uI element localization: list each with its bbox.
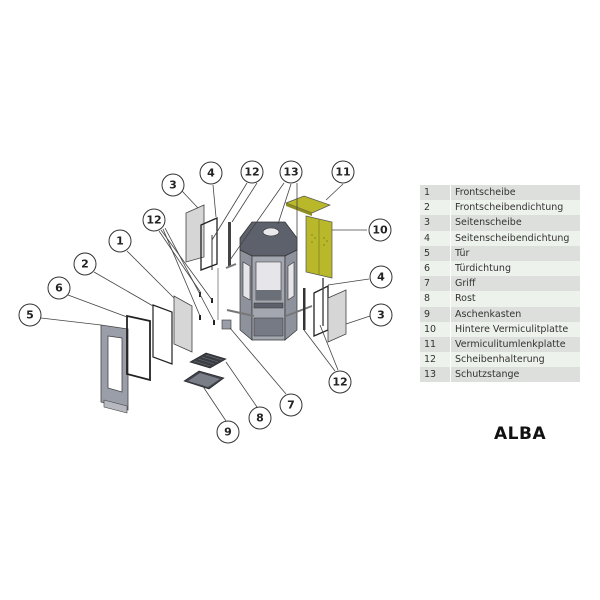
callout-12-top: 12 <box>240 160 264 184</box>
callout-1: 1 <box>108 229 132 253</box>
part-door <box>100 324 129 414</box>
callout-4-top: 4 <box>199 161 223 185</box>
part-number: 6 <box>420 260 451 277</box>
svg-text:3: 3 <box>377 309 385 322</box>
svg-text:5: 5 <box>26 309 34 322</box>
callout-11: 11 <box>331 160 355 184</box>
svg-text:2: 2 <box>81 258 89 271</box>
part-number: 11 <box>420 336 451 353</box>
part-glass-holder <box>228 222 231 267</box>
part-number: 8 <box>420 291 451 307</box>
part-side-glass-right <box>327 289 347 343</box>
callout-9: 9 <box>216 420 240 444</box>
part-ash-pan <box>183 370 225 390</box>
part-name: Frontscheibe <box>450 185 580 201</box>
model-title: ALBA <box>494 424 547 444</box>
svg-text:12: 12 <box>146 214 161 227</box>
part-front-glass <box>173 295 193 353</box>
part-name: Aschenkasten <box>450 306 580 322</box>
part-side-glass-seal-left <box>200 217 218 271</box>
part-name: Griff <box>450 276 580 292</box>
callout-6: 6 <box>47 276 71 300</box>
part-number: 12 <box>420 352 451 368</box>
part-number: 9 <box>420 306 451 322</box>
part-number: 4 <box>420 230 451 246</box>
part-front-glass-seal <box>152 304 173 365</box>
part-number: 2 <box>420 200 451 216</box>
part-name: Seitenscheibendichtung <box>450 230 580 246</box>
part-name: Rost <box>450 291 580 307</box>
part-name: Seitenscheibe <box>450 215 580 231</box>
svg-text:12: 12 <box>244 166 259 179</box>
part-name: Türdichtung <box>450 260 580 277</box>
part-number: 3 <box>420 215 451 231</box>
part-number: 13 <box>420 367 451 383</box>
svg-text:6: 6 <box>55 282 63 295</box>
part-name: Vermiculitumlenkplatte <box>450 336 580 353</box>
callout-12-left: 12 <box>142 208 166 232</box>
callout-4-right: 4 <box>369 265 393 289</box>
svg-text:9: 9 <box>224 426 232 439</box>
svg-text:3: 3 <box>169 179 177 192</box>
part-door-seal <box>126 314 151 382</box>
part-number: 7 <box>420 276 451 292</box>
callout-5: 5 <box>18 303 42 327</box>
part-number: 5 <box>420 245 451 261</box>
svg-text:1: 1 <box>116 235 124 248</box>
svg-text:13: 13 <box>283 166 298 179</box>
svg-text:10: 10 <box>372 224 388 237</box>
part-name: Hintere Vermiculitplatte <box>450 321 580 337</box>
callout-2: 2 <box>73 252 97 276</box>
part-handle <box>221 319 232 330</box>
callout-8: 8 <box>248 406 272 430</box>
part-vermiculite-deflector <box>285 195 331 214</box>
part-name: Scheibenhalterung <box>450 352 580 368</box>
part-name: Tür <box>450 245 580 261</box>
svg-text:8: 8 <box>256 412 264 425</box>
svg-text:4: 4 <box>377 271 385 284</box>
part-number: 10 <box>420 321 451 337</box>
part-name: Frontscheibendichtung <box>450 200 580 216</box>
part-stove-body <box>239 221 298 341</box>
part-glass-holder-right <box>303 288 306 330</box>
svg-text:11: 11 <box>335 166 350 179</box>
part-grate <box>189 352 227 369</box>
callout-3-right: 3 <box>369 303 393 327</box>
part-name: Schutzstange <box>450 367 580 383</box>
svg-text:7: 7 <box>287 399 295 412</box>
part-rear-vermiculite-plate <box>305 215 333 279</box>
svg-text:12: 12 <box>332 376 347 389</box>
callout-7: 7 <box>279 393 303 417</box>
callout-12-bottom: 12 <box>328 370 352 394</box>
part-protection-rod <box>226 309 255 317</box>
callout-13: 13 <box>279 160 303 184</box>
part-number: 1 <box>420 185 451 201</box>
leader-lines <box>40 182 371 422</box>
callout-3-top: 3 <box>161 173 185 197</box>
svg-text:4: 4 <box>207 167 215 180</box>
callout-10: 10 <box>368 218 392 242</box>
